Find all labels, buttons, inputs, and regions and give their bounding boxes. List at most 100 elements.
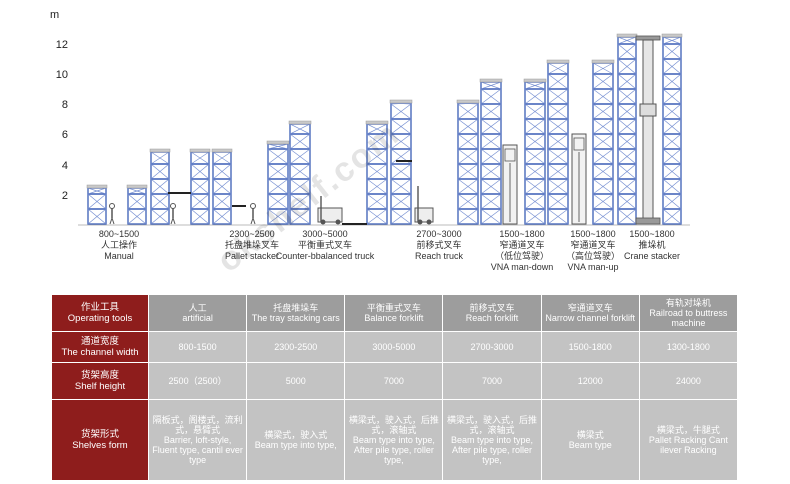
table-cell: 5000 bbox=[247, 363, 345, 399]
table-cell: 2700-3000 bbox=[443, 332, 541, 362]
cell-en: Narrow channel forklift bbox=[545, 313, 635, 323]
caption-range: 1500~1800 bbox=[629, 229, 675, 239]
vna-man-down-icon bbox=[502, 144, 518, 225]
cell-en: Barrier, loft-style, Fluent type, cantil… bbox=[152, 435, 243, 465]
caption-en: Manual bbox=[104, 251, 134, 261]
y-tick-label: 4 bbox=[62, 160, 68, 172]
rack-unit bbox=[456, 99, 480, 225]
caption-cn: 窄通道叉车 bbox=[570, 240, 616, 250]
racking-illustration: m 12 10 8 6 4 2 bbox=[50, 9, 690, 226]
caption-sub: （低位驾驶） bbox=[494, 251, 549, 261]
y-tick-label: 10 bbox=[56, 69, 68, 81]
counterbalanced-truck-icon bbox=[317, 196, 343, 225]
rack-unit bbox=[266, 140, 290, 225]
table-cell: 1500-1800 bbox=[541, 332, 639, 362]
table-cell: 12000 bbox=[541, 363, 639, 399]
table-cell: 24000 bbox=[639, 363, 737, 399]
caption-range: 800~1500 bbox=[98, 229, 140, 239]
operator-figure bbox=[109, 203, 115, 225]
cell-cn: 托盘堆垛车 bbox=[273, 303, 319, 313]
caption-range: 2300~2500 bbox=[229, 229, 275, 239]
y-tick-label: 6 bbox=[62, 129, 68, 141]
cell-en: Balance forklift bbox=[364, 313, 424, 323]
row-header-en: Shelf height bbox=[74, 381, 126, 392]
rack-unit bbox=[389, 99, 413, 225]
caption-en: Crane stacker bbox=[623, 251, 681, 261]
cell-en: Beam type bbox=[568, 440, 612, 450]
rack-unit bbox=[661, 33, 683, 225]
y-tick-label: 8 bbox=[62, 99, 68, 111]
rack-unit bbox=[523, 78, 547, 225]
cell-en: Railroad to buttress machine bbox=[649, 308, 728, 328]
rack-unit bbox=[546, 59, 570, 225]
table-cell: 7000 bbox=[443, 363, 541, 399]
operator-figure bbox=[250, 203, 256, 225]
y-tick-label: 2 bbox=[62, 190, 68, 202]
unit-label: m bbox=[50, 9, 59, 21]
rack-unit bbox=[365, 120, 389, 225]
rack-unit bbox=[86, 184, 108, 225]
caption-en: VNA man-down bbox=[490, 262, 554, 272]
cell-en: The tray stacking cars bbox=[251, 313, 340, 323]
rack-unit bbox=[126, 184, 148, 225]
cell-en: Beam type into type, bbox=[254, 440, 337, 450]
caption-range: 3000~5000 bbox=[302, 229, 348, 239]
cell-cn: 隔板式，阁楼式，流利式，悬臂式 bbox=[152, 415, 243, 435]
caption-cn: 推垛机 bbox=[638, 240, 666, 250]
row-header-cn: 作业工具 bbox=[80, 302, 119, 313]
reach-truck-icon bbox=[414, 186, 434, 225]
rack-unit bbox=[288, 120, 312, 225]
caption-cn: 窄通道叉车 bbox=[499, 240, 545, 250]
row-header-en: Shelves form bbox=[72, 440, 128, 451]
caption-cn: 托盘堆垛叉车 bbox=[224, 240, 279, 250]
caption-sub: （高位驾驶） bbox=[565, 251, 620, 261]
rack-unit bbox=[149, 148, 171, 225]
row-header-en: The channel width bbox=[61, 347, 139, 358]
caption-cn: 平衡重式叉车 bbox=[297, 240, 352, 250]
cell-en: Reach forklift bbox=[465, 313, 519, 323]
row-header-cn: 货架形式 bbox=[80, 429, 119, 440]
cell-cn: 平衡重式叉车 bbox=[366, 303, 421, 313]
caption-range: 1500~1800 bbox=[499, 229, 545, 239]
cell-en: artificial bbox=[182, 313, 213, 323]
cell-cn: 有轨对垛机 bbox=[665, 298, 711, 308]
cell-en: Beam type into type, After pile type, ro… bbox=[451, 435, 534, 465]
table-cell: 1300-1800 bbox=[639, 332, 737, 362]
cell-cn: 横梁式，驶入式，后推式，滚轴式 bbox=[348, 415, 439, 435]
row-header-en: Operating tools bbox=[67, 313, 133, 324]
cell-cn: 横梁式，牛腿式 bbox=[656, 425, 720, 435]
caption-cn: 人工操作 bbox=[100, 240, 137, 250]
y-tick-label: 12 bbox=[56, 39, 68, 51]
rack-unit bbox=[591, 59, 615, 225]
cell-cn: 横梁式 bbox=[576, 430, 604, 440]
caption-en: Reach truck bbox=[414, 251, 464, 261]
caption-range: 2700~3000 bbox=[416, 229, 462, 239]
caption-en: Counter-bbalanced truck bbox=[275, 251, 375, 261]
row-header-cn: 通道宽度 bbox=[80, 336, 119, 347]
